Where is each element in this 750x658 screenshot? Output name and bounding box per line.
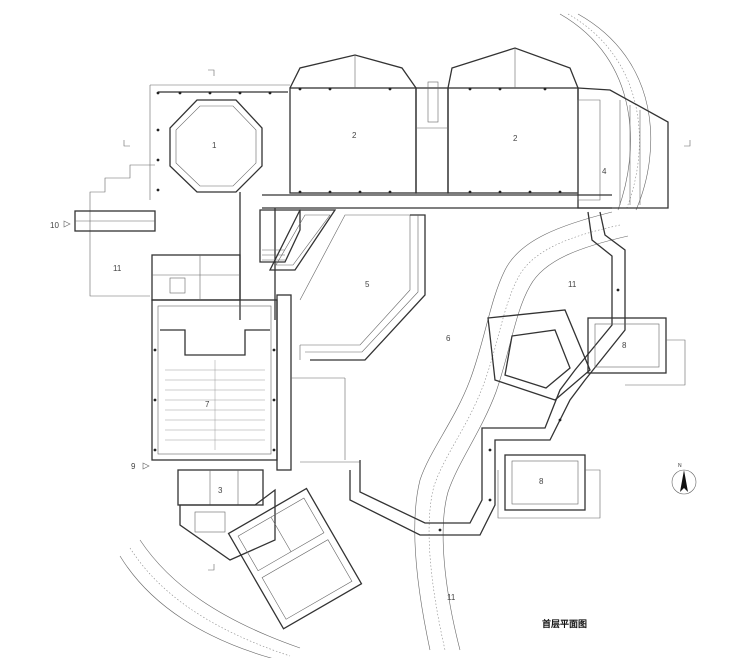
label-zone-11-south: 11 — [447, 593, 456, 602]
north-arrow: N — [671, 463, 697, 495]
main-corridor — [239, 192, 612, 320]
label-pavilion-8-north: 8 — [622, 341, 627, 350]
label-section-9: 9 — [131, 462, 136, 471]
label-rooms-3: 3 — [218, 486, 223, 495]
label-lobby-4: 4 — [602, 167, 607, 176]
label-path-6: 6 — [446, 334, 451, 343]
columns — [153, 87, 620, 532]
label-pavilion-8-south: 8 — [539, 477, 544, 486]
hall-link — [415, 81, 449, 194]
section-markers — [63, 69, 691, 571]
winding-path-6 — [349, 211, 626, 536]
label-hall-2-west: 2 — [352, 131, 357, 140]
landscape-curves — [119, 13, 651, 658]
label-section-10: 10 — [50, 221, 59, 230]
west-entry-terrace — [74, 164, 156, 297]
label-zone-11-west: 11 — [113, 264, 122, 273]
label-hall-2-east: 2 — [513, 134, 518, 143]
theatre-7 — [151, 299, 278, 461]
label-courtyard-5: 5 — [365, 280, 370, 289]
pentagon-pavilion — [487, 309, 591, 401]
room-labels: 1 2 2 4 5 6 7 3 8 8 9 10 11 11 11 11 — [50, 131, 627, 602]
hall-2-west — [289, 54, 417, 194]
rooms-3 — [177, 469, 276, 561]
courtyard-5 — [299, 214, 426, 361]
central-stair — [259, 209, 337, 271]
service-block — [151, 254, 241, 301]
lobby-4 — [577, 87, 669, 209]
label-zone-11-east: 11 — [568, 280, 577, 289]
plan-caption: 首层平面图 — [542, 618, 587, 630]
label-theatre-7: 7 — [205, 400, 210, 409]
north-label: N — [678, 463, 682, 469]
pavilion-8-north — [587, 317, 686, 386]
hall-2-east — [447, 47, 579, 194]
label-room-1: 1 — [212, 141, 217, 150]
octagon-room-1 — [169, 99, 263, 193]
north-boundary — [149, 84, 290, 200]
east-theatre-corridor — [276, 294, 360, 471]
rotated-wing — [227, 487, 363, 630]
pavilion-8-south — [497, 454, 601, 519]
